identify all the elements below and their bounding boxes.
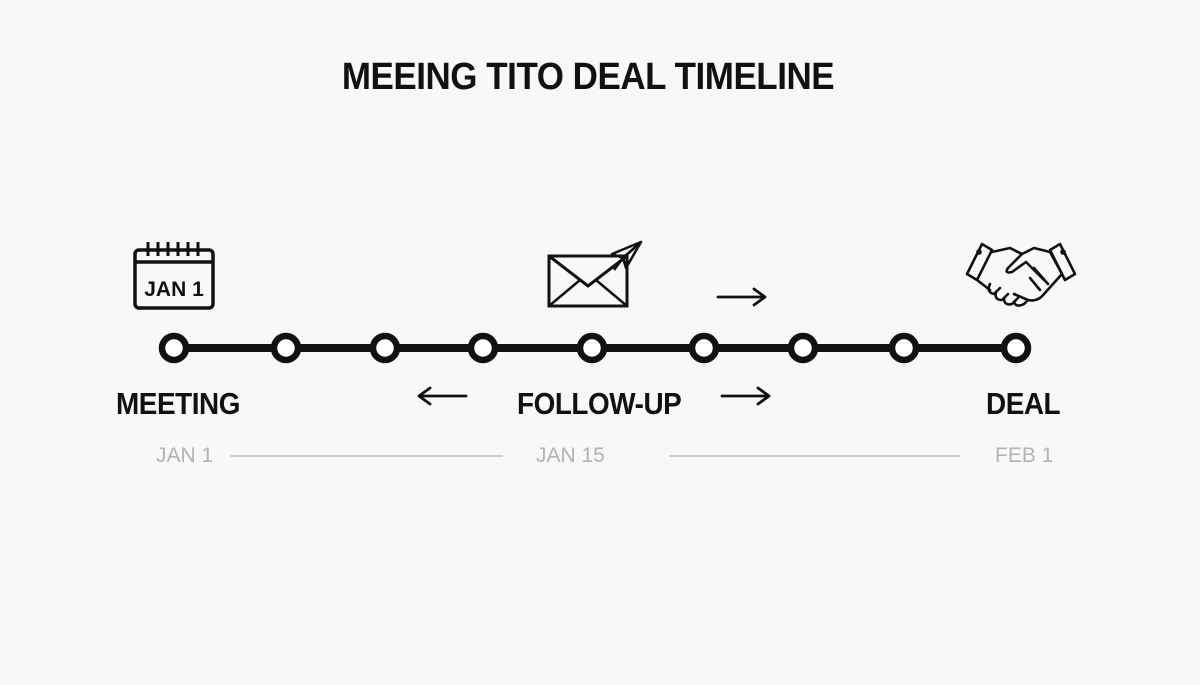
timeline-node (158, 332, 190, 364)
stage-date-deal: FEB 1 (995, 444, 1054, 467)
calendar-icon-text: JAN 1 (144, 278, 204, 301)
stage-date-follow-up: JAN 15 (536, 444, 605, 467)
timeline-node (270, 332, 302, 364)
timeline-node (688, 332, 720, 364)
email-send-icon (546, 240, 646, 310)
timeline-node (787, 332, 819, 364)
stage-label-follow-up: FOLLOW-UP (517, 386, 682, 421)
stage-label-deal: DEAL (986, 386, 1061, 421)
timeline-node (467, 332, 499, 364)
diagram-title: MEEING TITO DEAL TIMELINE (341, 56, 835, 98)
arrow-right-bottom (720, 386, 771, 406)
timeline-node (369, 332, 401, 364)
arrow-left (417, 386, 468, 406)
timeline-node (888, 332, 920, 364)
stage-label-meeting: MEETING (116, 386, 240, 421)
timeline-node (576, 332, 608, 364)
calendar-icon: JAN 1 (132, 240, 216, 312)
stage-date-meeting: JAN 1 (156, 444, 214, 467)
arrow-right-top (716, 287, 767, 307)
handshake-icon (964, 240, 1078, 310)
timeline-node (1000, 332, 1032, 364)
